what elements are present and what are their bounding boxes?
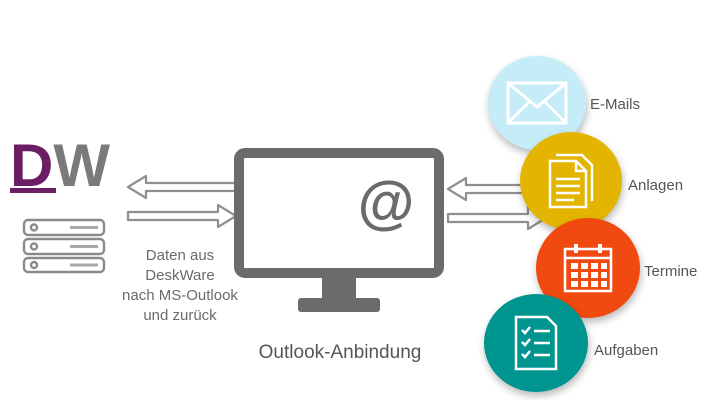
tasks-label: Aufgaben [594,342,659,359]
caption-line: nach MS-Outlook [122,287,238,304]
attachments-bubble [520,132,622,230]
envelope-icon [506,81,568,125]
calendar-icon [563,244,613,293]
document-icon [548,153,594,209]
deskware-logo: DW [10,134,110,194]
caption-line: DeskWare [145,267,215,284]
at-sign-icon: @ [358,170,415,235]
email-label: E-Mails [590,96,641,113]
sync-caption: Daten aus DeskWare nach MS-Outlook und z… [106,246,254,326]
caption-line: Daten aus [145,247,215,264]
attachments-label: Anlagen [628,177,684,194]
monitor-icon: @ [234,148,444,312]
appointments-label: Termine [644,263,698,280]
logo-underline [10,188,56,193]
server-icon [22,218,106,274]
tasks-bubble [484,294,588,392]
caption-line: und zurück [143,307,217,324]
sync-arrows-left [126,174,238,229]
checklist-icon [514,315,558,371]
logo-letter-d: DW [10,134,110,194]
diagram-title: Outlook-Anbindung [258,342,422,363]
